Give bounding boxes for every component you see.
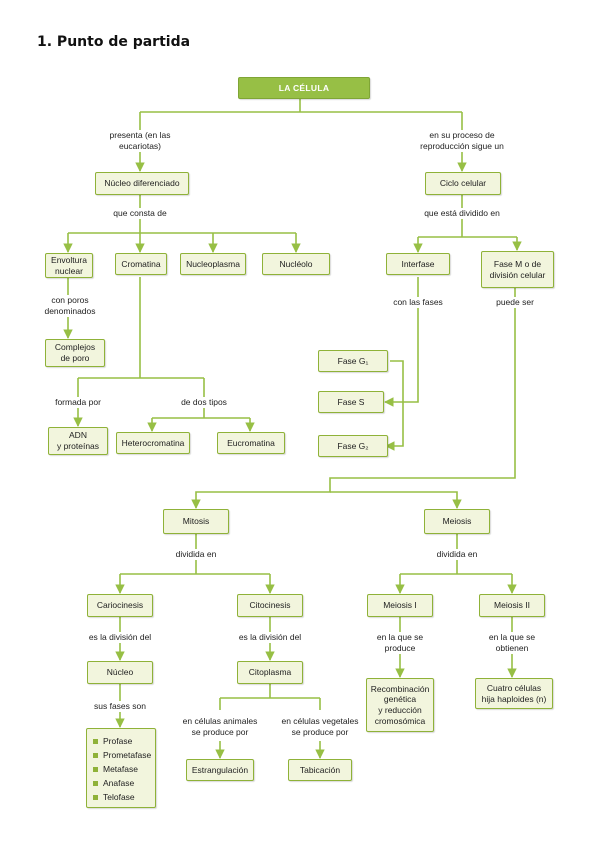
bullet-icon bbox=[93, 752, 98, 758]
node-cariocinesis: Cariocinesis bbox=[87, 594, 153, 617]
phase-label: Anafase bbox=[103, 778, 135, 788]
label-es-division-nucleo: es la división del bbox=[86, 632, 154, 644]
label-formada: formada por bbox=[53, 397, 103, 409]
bullet-icon bbox=[93, 794, 98, 800]
bullet-icon bbox=[93, 780, 98, 786]
node-meiosis-ii: Meiosis II bbox=[479, 594, 545, 617]
node-heterocromatina: Heterocromatina bbox=[116, 432, 190, 454]
node-cromatina: Cromatina bbox=[115, 253, 167, 275]
node-nucleolo: Nucléolo bbox=[262, 253, 330, 275]
node-fase-m: Fase M o de división celular bbox=[481, 251, 554, 288]
label-sus-fases: sus fases son bbox=[92, 701, 148, 713]
phase-label: Profase bbox=[103, 736, 133, 746]
node-interfase: Interfase bbox=[386, 253, 450, 275]
bullet-icon bbox=[93, 766, 98, 772]
label-animales: en células animales se produce por bbox=[180, 716, 260, 739]
section-heading: 1. Punto de partida bbox=[37, 34, 191, 50]
phase-list: Profase Prometafase Metafase Anafase Tel… bbox=[86, 728, 156, 808]
list-item: Profase bbox=[93, 734, 149, 748]
phase-label: Telofase bbox=[103, 792, 135, 802]
node-adn-proteinas: ADN y proteínas bbox=[48, 427, 108, 455]
node-meiosis-i: Meiosis I bbox=[367, 594, 433, 617]
node-meiosis: Meiosis bbox=[424, 509, 490, 534]
node-eucromatina: Eucromatina bbox=[217, 432, 285, 454]
label-puede-ser: puede ser bbox=[494, 297, 536, 309]
node-fase-g2: Fase G₂ bbox=[318, 435, 388, 457]
bullet-icon bbox=[93, 738, 98, 744]
label-presenta: presenta (en las eucariotas) bbox=[107, 130, 173, 153]
node-nucleo: Núcleo bbox=[87, 661, 153, 684]
phase-label: Metafase bbox=[103, 764, 138, 774]
label-dividido: que está dividido en bbox=[422, 208, 502, 220]
node-la-celula: LA CÉLULA bbox=[238, 77, 370, 99]
label-vegetales: en células vegetales se produce por bbox=[279, 716, 361, 739]
node-nucleo-diferenciado: Núcleo diferenciado bbox=[95, 172, 189, 195]
node-recombinacion: Recombinación genética y reducción cromo… bbox=[366, 678, 434, 732]
node-nucleoplasma: Nucleoplasma bbox=[180, 253, 246, 275]
label-dividida-mitosis: dividida en bbox=[173, 549, 219, 561]
phase-label: Prometafase bbox=[103, 750, 152, 760]
list-item: Metafase bbox=[93, 762, 149, 776]
node-fase-s: Fase S bbox=[318, 391, 384, 413]
label-dos-tipos: de dos tipos bbox=[179, 397, 229, 409]
node-cuatro-celulas: Cuatro células hija haploides (n) bbox=[475, 678, 553, 709]
node-fase-g1: Fase G₁ bbox=[318, 350, 388, 372]
label-proceso: en su proceso de reproducción sigue un bbox=[418, 130, 506, 153]
label-se-produce: en la que se produce bbox=[374, 632, 426, 655]
label-poros: con poros denominados bbox=[42, 295, 98, 318]
list-item: Anafase bbox=[93, 776, 149, 790]
label-con-fases: con las fases bbox=[391, 297, 445, 309]
node-envoltura-nuclear: Envoltura nuclear bbox=[45, 253, 93, 278]
list-item: Telofase bbox=[93, 790, 149, 804]
node-complejos-de-poro: Complejos de poro bbox=[45, 339, 105, 367]
node-citocinesis: Citocinesis bbox=[237, 594, 303, 617]
label-se-obtienen: en la que se obtienen bbox=[486, 632, 538, 655]
node-tabicacion: Tabicación bbox=[288, 759, 352, 781]
label-consta: que consta de bbox=[111, 208, 169, 220]
node-estrangulacion: Estrangulación bbox=[186, 759, 254, 781]
node-ciclo-celular: Ciclo celular bbox=[425, 172, 501, 195]
label-dividida-meiosis: dividida en bbox=[434, 549, 480, 561]
label-es-division-citoplasma: es la división del bbox=[236, 632, 304, 644]
list-item: Prometafase bbox=[93, 748, 152, 762]
node-citoplasma: Citoplasma bbox=[237, 661, 303, 684]
node-mitosis: Mitosis bbox=[163, 509, 229, 534]
